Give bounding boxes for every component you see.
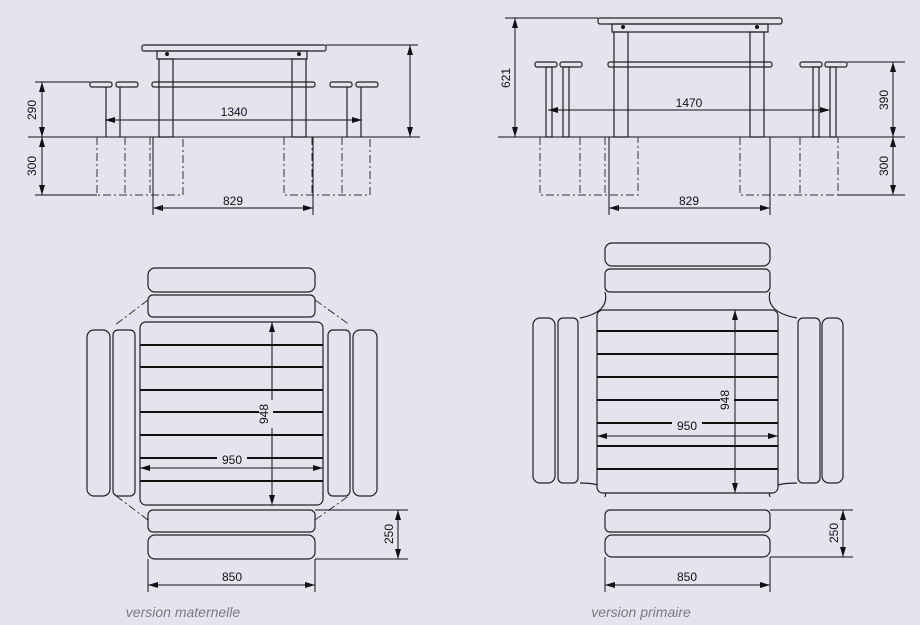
dim-table-width: 950 [677,419,697,433]
dim-foundation: 300 [25,156,39,176]
caption: version primaire [591,604,691,620]
dim-bench-length: 850 [677,570,697,584]
dim-table-width: 950 [222,453,242,467]
dim-seat-span: 1340 [221,105,248,119]
dim-seat-height: 290 [25,100,39,120]
elevation-maternelle: 290 300 1340 829 [25,44,420,215]
elevation-primaire: 621 390 300 1470 829 [498,17,905,215]
dim-table-depth: 948 [257,404,271,424]
dim-foundation: 300 [877,156,891,176]
dim-bench-length: 850 [222,570,242,584]
dim-seat-height: 390 [877,90,891,110]
caption: version maternelle [126,604,241,620]
plan-primaire: 950 948 850 250 version primaire [532,242,853,620]
dim-table-depth: 948 [718,390,732,410]
dim-table-height: 621 [499,68,513,88]
dim-foot-span: 829 [223,194,243,208]
plan-maternelle: 950 948 850 250 version maternelle [86,267,408,620]
dim-bench-depth: 250 [382,524,396,544]
dim-foot-span: 829 [679,194,699,208]
dim-seat-span: 1470 [676,96,703,110]
dim-bench-depth: 250 [827,523,841,543]
